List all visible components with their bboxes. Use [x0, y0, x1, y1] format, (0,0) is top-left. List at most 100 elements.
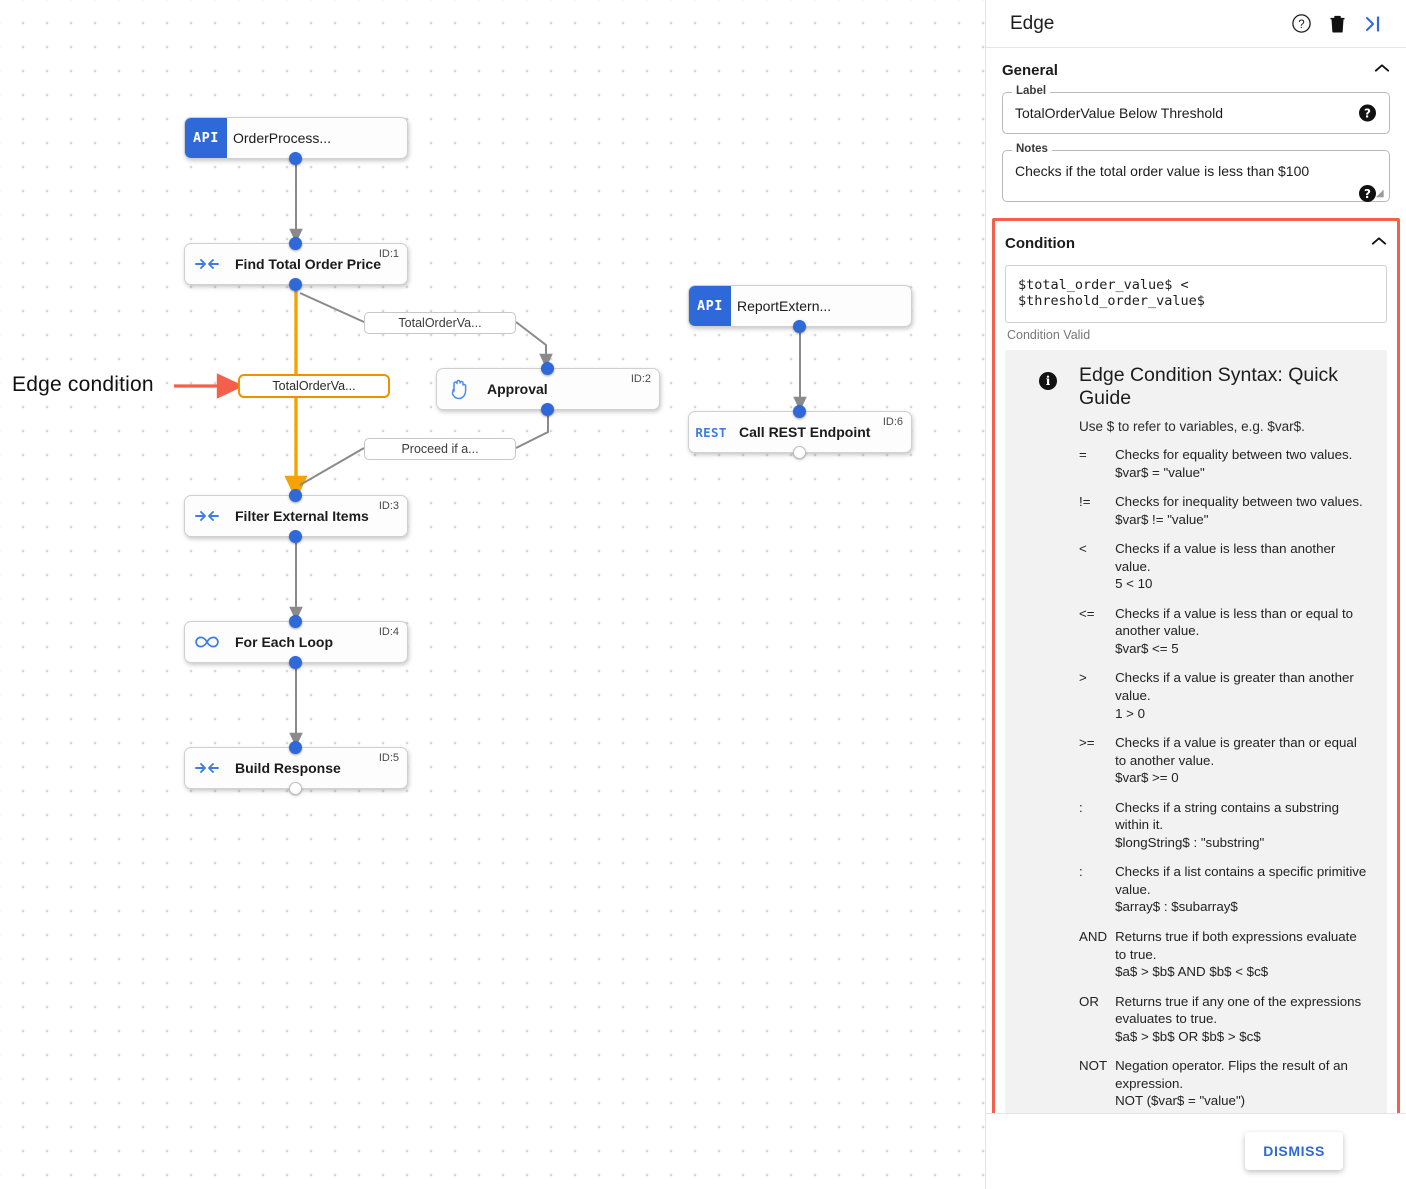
label-field-value[interactable]: TotalOrderValue Below Threshold — [1015, 105, 1224, 121]
general-heading: General — [1002, 61, 1058, 79]
chevron-up-icon[interactable] — [1371, 233, 1387, 253]
hand-icon — [437, 378, 481, 400]
label-field[interactable]: Label TotalOrderValue Below Threshold ? — [1002, 85, 1390, 134]
notes-field-value[interactable]: Checks if the total order value is less … — [1015, 163, 1310, 179]
node-call-rest-endpoint[interactable]: REST Call REST Endpoint ID:6 — [688, 411, 912, 453]
input-port[interactable] — [289, 489, 302, 502]
panel-footer: DISMISS — [986, 1113, 1406, 1189]
merge-arrows-icon — [185, 760, 229, 776]
operator-example: $longString$ : "substring" — [1115, 834, 1265, 850]
api-badge: API — [689, 286, 731, 326]
table-row: NOT Negation operator. Flips the result … — [1079, 1057, 1371, 1113]
operator-description: Returns true if both expressions evaluat… — [1115, 929, 1357, 962]
table-row: > Checks if a value is greater than anot… — [1079, 669, 1371, 734]
help-circle-icon[interactable]: ? — [1286, 9, 1316, 39]
svg-text:?: ? — [1298, 19, 1304, 31]
table-row: = Checks for equality between two values… — [1079, 446, 1371, 493]
input-port[interactable] — [289, 615, 302, 628]
node-id-badge: ID:2 — [630, 373, 651, 385]
notes-field[interactable]: Notes Checks if the total order value is… — [1002, 143, 1390, 202]
merge-arrows-icon — [185, 508, 229, 524]
condition-section-header[interactable]: Condition — [1005, 221, 1387, 265]
label-help-icon[interactable]: ? — [1359, 104, 1376, 122]
operator-example: NOT ($var$ = "value") — [1115, 1093, 1246, 1109]
operator-symbol: AND — [1079, 929, 1108, 945]
operator-description-cell: Checks if a string contains a substring … — [1115, 799, 1371, 864]
general-section: General Label TotalOrderValue Below Thre… — [986, 48, 1406, 202]
page-title: Edge — [1010, 12, 1055, 34]
edge-label-total-order-value-top[interactable]: TotalOrderVa... — [364, 312, 516, 334]
merge-arrows-icon — [185, 256, 229, 272]
notes-help-icon[interactable]: ? — [1359, 185, 1376, 202]
rest-icon: REST — [695, 424, 727, 440]
table-row: : Checks if a string contains a substrin… — [1079, 799, 1371, 864]
output-port[interactable] — [289, 656, 302, 669]
node-id-badge: ID:3 — [378, 500, 399, 512]
operator-description: Checks if a list contains a specific pri… — [1115, 864, 1367, 897]
operator-description: Checks if a value is less than or equal … — [1115, 605, 1354, 639]
condition-section-highlight: Condition $total_order_value$ < $thresho… — [992, 218, 1400, 1113]
general-section-header[interactable]: General — [1002, 48, 1390, 92]
operator-description-cell: Checks if a value is greater than anothe… — [1115, 669, 1371, 734]
notes-field-label: Notes — [1012, 143, 1052, 155]
operator-description: Checks if a value is greater than or equ… — [1115, 735, 1357, 768]
node-id-badge: ID:4 — [378, 626, 399, 638]
operator-description: Checks if a value is less than another v… — [1115, 541, 1336, 574]
operator-symbol: != — [1079, 494, 1091, 510]
table-row: : Checks if a list contains a specific p… — [1079, 863, 1371, 928]
condition-expression-input[interactable]: $total_order_value$ < $threshold_order_v… — [1005, 265, 1387, 323]
operator-description-cell: Negation operator. Flips the result of a… — [1115, 1057, 1371, 1113]
flow-canvas[interactable]: API OrderProcess... Find Total Order Pri… — [0, 0, 985, 1189]
chevron-up-icon[interactable] — [1374, 60, 1390, 80]
panel-header: Edge ? — [986, 0, 1406, 48]
operator-table: = Checks for equality between two values… — [1079, 446, 1371, 1113]
output-port[interactable] — [289, 152, 302, 165]
operator-description-cell: Checks if a list contains a specific pri… — [1115, 863, 1371, 928]
operator-example: $var$ != "value" — [1115, 511, 1209, 527]
edge-label-text: Proceed if a... — [401, 442, 479, 456]
operator-example: 5 < 10 — [1115, 576, 1153, 592]
operator-example: $array$ : $subarray$ — [1115, 899, 1238, 915]
input-port[interactable] — [289, 741, 302, 754]
input-port[interactable] — [793, 405, 806, 418]
operator-description-cell: Checks if a value is greater than or equ… — [1115, 734, 1371, 799]
output-port[interactable] — [541, 403, 554, 416]
input-port[interactable] — [541, 362, 554, 375]
output-port[interactable] — [793, 446, 806, 459]
node-title: Find Total Order Price — [235, 256, 381, 272]
edge-label-text: TotalOrderVa... — [398, 316, 482, 330]
node-title: Build Response — [235, 760, 341, 776]
panel-body: General Label TotalOrderValue Below Thre… — [986, 48, 1406, 1113]
delete-trash-icon[interactable] — [1322, 9, 1352, 39]
output-port[interactable] — [289, 278, 302, 291]
node-id-badge: ID:5 — [378, 752, 399, 764]
output-port[interactable] — [793, 320, 806, 333]
condition-heading: Condition — [1005, 234, 1075, 252]
node-id-badge: ID:6 — [882, 416, 903, 428]
operator-symbol: = — [1079, 447, 1087, 462]
dismiss-button[interactable]: DISMISS — [1245, 1132, 1343, 1170]
operator-symbol: : — [1079, 799, 1083, 815]
output-port[interactable] — [289, 530, 302, 543]
operator-symbol: : — [1079, 864, 1083, 880]
input-port[interactable] — [289, 237, 302, 250]
node-title: Filter External Items — [235, 508, 369, 524]
operator-example: 1 > 0 — [1115, 705, 1146, 721]
operator-example: $a$ > $b$ OR $b$ > $c$ — [1115, 1028, 1261, 1044]
resize-handle-icon[interactable]: ◢ — [1376, 188, 1384, 199]
operator-symbol: <= — [1079, 605, 1095, 621]
collapse-panel-icon[interactable] — [1358, 9, 1388, 39]
edge-label-text: TotalOrderVa... — [272, 379, 356, 393]
operator-description-cell: Returns true if any one of the expressio… — [1115, 993, 1371, 1058]
node-report-external[interactable]: API ReportExtern... — [688, 285, 912, 327]
table-row: < Checks if a value is less than another… — [1079, 540, 1371, 605]
output-port[interactable] — [289, 782, 302, 795]
operator-description: Checks if a value is greater than anothe… — [1115, 670, 1354, 704]
operator-description: Checks if a string contains a substring … — [1115, 799, 1340, 833]
operator-description-cell: Checks for inequality between two values… — [1115, 493, 1371, 540]
operator-example: $var$ = "value" — [1115, 464, 1205, 480]
edge-label-selected-condition[interactable]: TotalOrderVa... — [238, 374, 390, 398]
edge-label-proceed-if[interactable]: Proceed if a... — [364, 438, 516, 460]
operator-example: $a$ > $b$ AND $b$ < $c$ — [1115, 964, 1269, 980]
